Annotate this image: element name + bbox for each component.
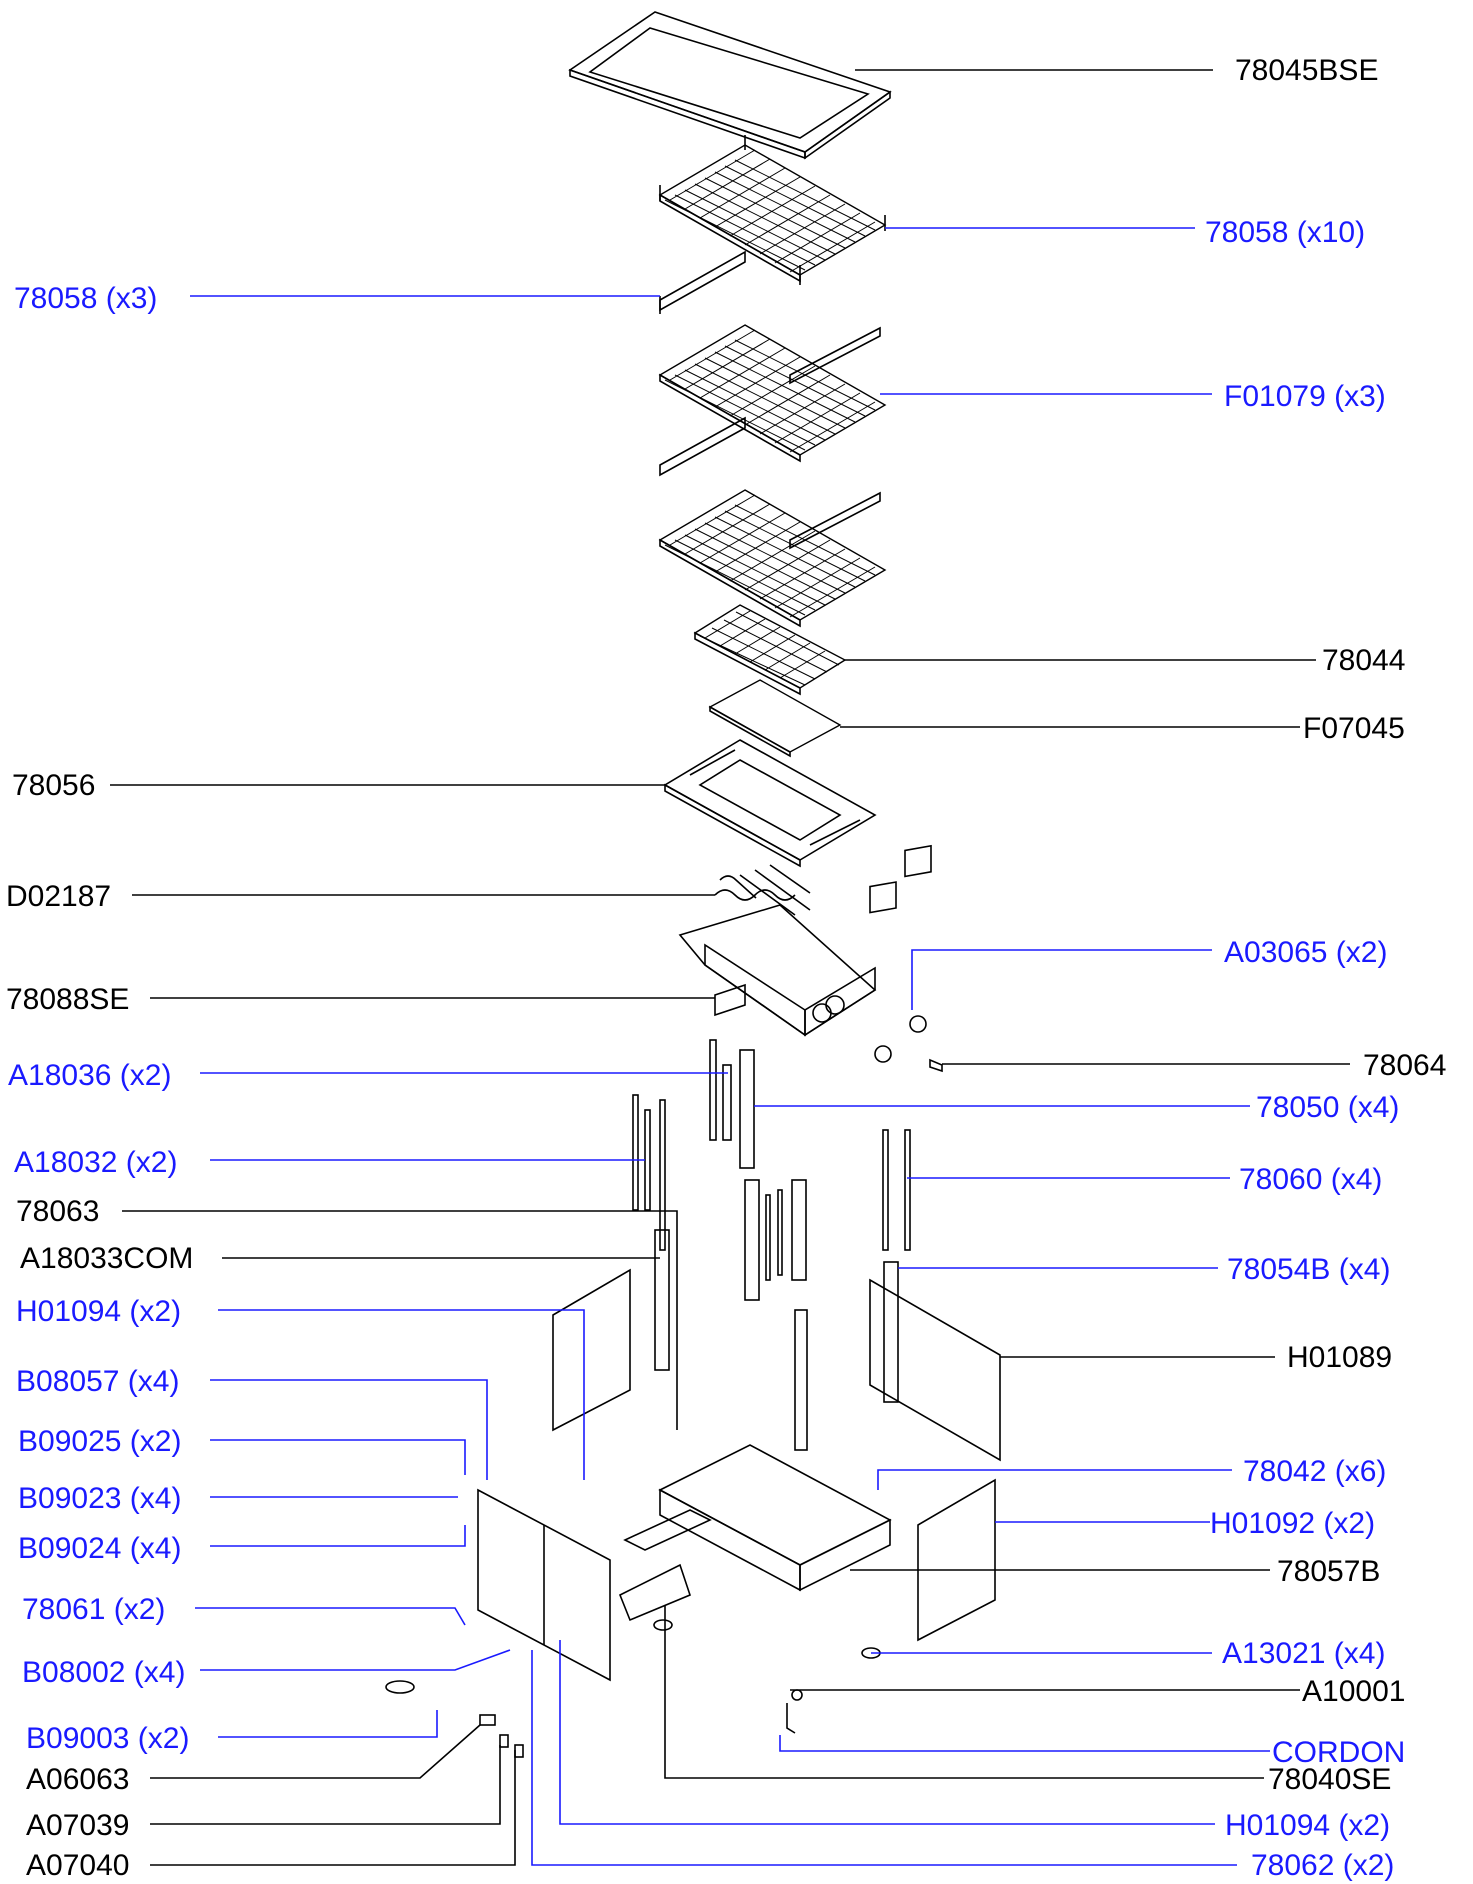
label-A18036-x2: A18036 (x2) [8,1059,171,1092]
leader-lines [110,69,1350,1866]
label-78063: 78063 [16,1195,99,1228]
label-78058-x3: 78058 (x3) [14,282,157,315]
label-A18033COM: A18033COM [20,1242,193,1275]
part-heater-frame [663,739,877,868]
label-A18032-x2: A18032 (x2) [14,1146,177,1179]
label-78050-x4: 78050 (x4) [1256,1091,1399,1124]
label-D02187: D02187 [6,880,111,913]
part-heating-element [714,864,811,916]
label-B09024-x4: B09024 (x4) [18,1532,181,1565]
part-grid-shelf-2 [658,324,887,463]
label-78054B-x4: 78054B (x4) [1227,1253,1390,1286]
label-78056: 78056 [12,769,95,802]
label-A07040: A07040 [26,1849,129,1882]
part-grid-shelf-1 [658,135,887,285]
part-flat-plate [708,679,842,758]
label-78062-x2: 78062 (x2) [1251,1849,1394,1882]
part-grid-shelf-3 [658,489,887,628]
label-A06063: A06063 [26,1763,129,1796]
part-feet-and-small-items [385,1619,881,1758]
label-78045BSE: 78045BSE [1235,54,1378,87]
label-A03065-x2: A03065 (x2) [1224,936,1387,969]
label-78057B: 78057B [1277,1555,1380,1588]
part-small-clip [929,1058,943,1073]
label-B08057-x4: B08057 (x4) [16,1365,179,1398]
label-H01092-x2: H01092 (x2) [1210,1507,1375,1540]
label-CORDON: CORDON [1272,1736,1405,1769]
label-F01079-x3: F01079 (x3) [1224,380,1386,413]
part-labels: 78045BSE 78058 (x10) 78058 (x3) F01079 (… [6,54,1446,1882]
part-base-tray [618,1444,892,1622]
label-F07045: F07045 [1303,712,1405,745]
label-H01089: H01089 [1287,1341,1392,1374]
part-fans [869,844,932,1063]
label-B09023-x4: B09023 (x4) [18,1482,181,1515]
label-A07039: A07039 [26,1809,129,1842]
part-fan-housing [678,904,877,1037]
label-H01094-x2-top: H01094 (x2) [16,1295,181,1328]
label-78088SE: 78088SE [6,983,129,1016]
part-side-panels [552,1268,1001,1642]
part-vertical-posts [632,1039,911,1451]
label-A10001: A10001 [1302,1675,1405,1708]
part-side-rail-left-1 [659,250,746,314]
part-small-grill [693,604,847,696]
label-78044: 78044 [1322,644,1405,677]
label-78060-x4: 78060 (x4) [1239,1163,1382,1196]
label-78058-x10: 78058 (x10) [1205,216,1365,249]
label-B09025-x2: B09025 (x2) [18,1425,181,1458]
label-78061-x2: 78061 (x2) [22,1593,165,1626]
label-78040SE: 78040SE [1268,1763,1391,1796]
label-B08002-x4: B08002 (x4) [22,1656,185,1689]
part-side-rail-left-2 [659,416,746,477]
label-78064: 78064 [1363,1049,1446,1082]
label-H01094-x2-bottom: H01094 (x2) [1225,1809,1390,1842]
part-top-frame [568,11,892,160]
part-front-panel [477,1488,611,1682]
label-A13021-x4: A13021 (x4) [1222,1637,1385,1670]
label-78042-x6: 78042 (x6) [1243,1455,1386,1488]
label-B09003-x2: B09003 (x2) [26,1722,189,1755]
